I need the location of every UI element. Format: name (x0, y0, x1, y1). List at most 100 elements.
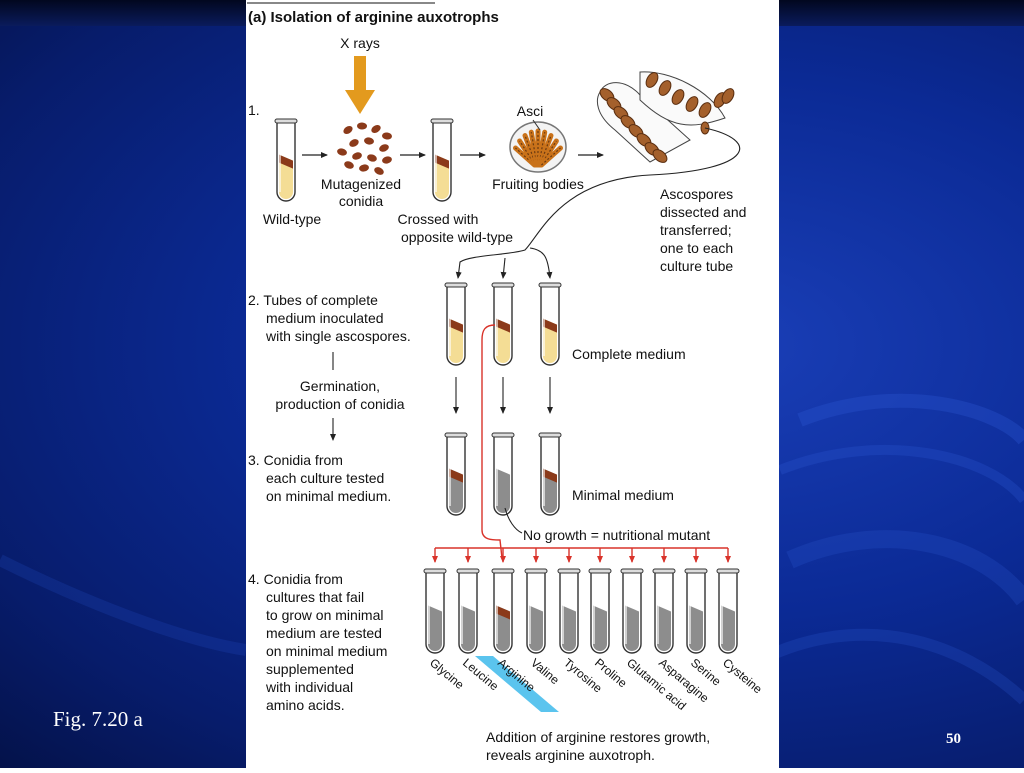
slide-number: 50 (946, 731, 961, 747)
crossed-tube-shape (430, 118, 454, 202)
red-branch-lines (432, 547, 731, 563)
conidium (367, 154, 377, 162)
supplement-tube (716, 568, 740, 654)
svg-text:each culture tested: each culture tested (266, 470, 384, 486)
svg-text:Addition of arginine restores: Addition of arginine restores growth, (486, 729, 710, 745)
conidium (344, 161, 354, 169)
svg-text:Germination,: Germination, (300, 378, 380, 394)
svg-text:on minimal medium: on minimal medium (266, 643, 387, 659)
svg-text:Ascospores: Ascospores (660, 186, 733, 202)
svg-text:2. Tubes of complete: 2. Tubes of complete (248, 292, 378, 308)
minimal-medium-label: Minimal medium (572, 487, 674, 503)
figure-diagram: (a) Isolation of arginine auxotrophs X r… (247, 2, 765, 763)
svg-text:3. Conidia from: 3. Conidia from (248, 452, 343, 468)
svg-text:culture tube: culture tube (660, 258, 733, 274)
fruiting-bodies-label: Fruiting bodies (492, 176, 584, 192)
wild-type-tube-shape (274, 118, 298, 202)
minimal-medium-tubes (444, 432, 562, 516)
ascospore (671, 89, 685, 105)
amino-acid-label: Glycine (427, 656, 467, 693)
svg-text:amino acids.: amino acids. (266, 697, 345, 713)
supplement-tube (557, 568, 581, 654)
step2-label: 2. Tubes of complete medium inoculated w… (248, 292, 411, 344)
supplement-tube (684, 568, 708, 654)
svg-text:medium inoculated: medium inoculated (266, 310, 384, 326)
figure-caption: Fig. 7.20 a (53, 707, 143, 731)
crossed-label-1: Crossed with (398, 211, 479, 227)
mutagenized-conidia (337, 122, 392, 175)
xray-arrow (345, 56, 375, 114)
wild-type-label: Wild-type (263, 211, 322, 227)
conidium (382, 156, 392, 164)
figure-panel: (a) Isolation of arginine auxotrophs X r… (246, 0, 779, 768)
xrays-label: X rays (340, 35, 380, 51)
supplement-tube (491, 568, 515, 654)
complete-medium-label: Complete medium (572, 346, 686, 362)
conidium (359, 164, 369, 172)
conidium (349, 139, 359, 147)
supplement-tube (652, 568, 676, 654)
conidium (352, 152, 362, 160)
conidium (364, 137, 374, 145)
svg-text:with single ascospores.: with single ascospores. (265, 328, 411, 344)
supplement-tube (423, 568, 447, 654)
conidium (371, 125, 381, 133)
supplement-tube (620, 568, 644, 654)
ascus-enlarged (597, 71, 735, 163)
step1-number: 1. (248, 102, 260, 118)
svg-text:medium are tested: medium are tested (266, 625, 382, 641)
transfer-curve (455, 127, 741, 279)
conidium (374, 167, 384, 175)
mutagenized-label-2: conidia (339, 193, 384, 209)
svg-text:dissected and: dissected and (660, 204, 746, 220)
conidium (337, 148, 347, 156)
step3-label: 3. Conidia from each culture tested on m… (248, 452, 391, 504)
svg-text:cultures that fail: cultures that fail (266, 589, 364, 605)
fruiting-body (509, 121, 567, 173)
conidium (379, 144, 389, 152)
complete-medium-tubes (444, 282, 562, 366)
minimal-medium-tube (538, 432, 562, 516)
crossed-tube (430, 118, 454, 202)
svg-text:with individual: with individual (265, 679, 353, 695)
red-transfer-line (481, 324, 503, 559)
conidium (343, 125, 353, 135)
ascospores-label: Ascospores dissected and transferred; on… (660, 186, 746, 274)
ascospore (658, 80, 672, 96)
arginine-highlight (475, 656, 559, 712)
step4-label: 4. Conidia from cultures that fail to gr… (248, 571, 387, 713)
svg-text:reveals arginine auxotroph.: reveals arginine auxotroph. (486, 747, 655, 763)
crossed-label-2: opposite wild-type (401, 229, 513, 245)
minimal-medium-tube (444, 432, 468, 516)
wild-type-tube (274, 118, 298, 202)
conidium (382, 132, 392, 140)
asci-label: Asci (517, 103, 543, 119)
no-growth-label: No growth = nutritional mutant (523, 527, 710, 543)
svg-text:supplemented: supplemented (266, 661, 354, 677)
supplement-tube (524, 568, 548, 654)
ascospore (685, 96, 699, 112)
complete-medium-tube (538, 282, 562, 366)
mutagenized-label-1: Mutagenized (321, 176, 401, 192)
svg-text:to grow on minimal: to grow on minimal (266, 607, 384, 623)
svg-text:one to each: one to each (660, 240, 733, 256)
ascospore (721, 88, 735, 104)
figure-title: (a) Isolation of arginine auxotrophs (248, 9, 499, 26)
amino-acid-tubes (423, 568, 740, 654)
ascospore (698, 102, 712, 118)
svg-text:transferred;: transferred; (660, 222, 732, 238)
supplement-tube (456, 568, 480, 654)
svg-text:production of conidia: production of conidia (275, 396, 404, 412)
complete-medium-tube (491, 282, 515, 366)
germination-label: Germination, production of conidia (275, 378, 404, 412)
supplement-tube (588, 568, 612, 654)
ascospore (645, 72, 659, 88)
svg-text:4. Conidia from: 4. Conidia from (248, 571, 343, 587)
amino-acid-label: Cysteine (720, 656, 765, 697)
conclusion-label: Addition of arginine restores growth, re… (486, 729, 710, 763)
conidium (357, 122, 367, 130)
minimal-medium-tube-no-growth (491, 432, 515, 516)
ascospore (652, 149, 668, 163)
